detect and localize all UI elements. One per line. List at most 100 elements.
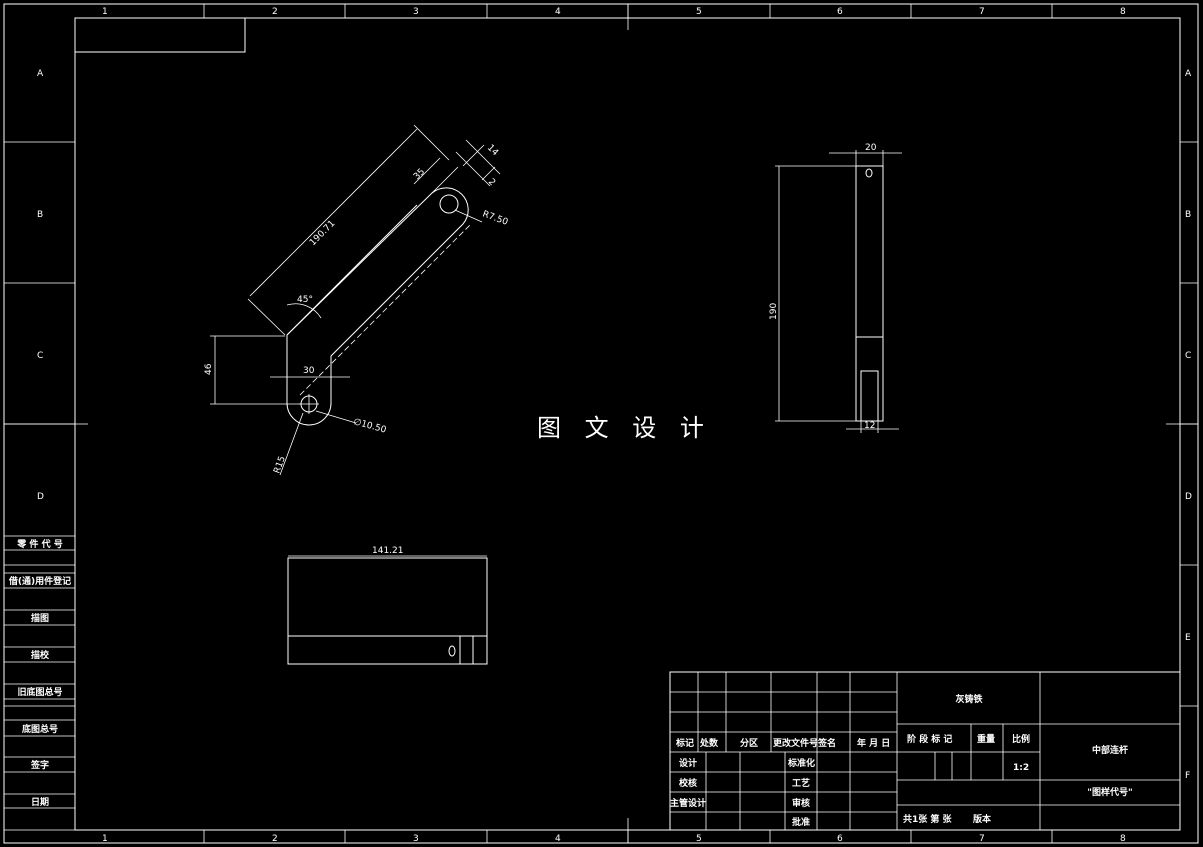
dim-side-height: 190 <box>769 303 779 320</box>
column-labels: 1 2 3 4 5 6 7 8 1 2 3 4 5 6 7 8 <box>102 7 1126 844</box>
col-label-top-4: 4 <box>555 7 561 17</box>
col-label-bottom-2: 2 <box>272 834 278 844</box>
bottom-hole-center <box>299 394 319 414</box>
row-ticks <box>4 141 1198 707</box>
title-block-frame <box>669 671 1181 831</box>
tb-mid-process: 工艺 <box>792 777 810 789</box>
link-outline <box>286 187 469 426</box>
dim-width-14: 14 <box>485 143 500 158</box>
strip-signature: 签字 <box>30 759 49 771</box>
row-label-right-C: C <box>1185 351 1191 361</box>
dim-top-lines <box>413 139 501 194</box>
col-label-top-2: 2 <box>272 7 278 17</box>
row-label-right-F: F <box>1185 771 1190 781</box>
col-label-bottom-6: 6 <box>837 834 843 844</box>
col-label-top-6: 6 <box>837 7 843 17</box>
dim-side-slot: 12 <box>864 421 875 431</box>
dim-width-35: 35 <box>412 167 427 182</box>
dim-side-slot-lines <box>846 421 899 433</box>
dim-radius-bottom: R15 <box>272 455 287 475</box>
bottom-body <box>287 557 488 665</box>
dim-width-30: 30 <box>303 366 315 376</box>
dim-slant-lines <box>247 124 450 336</box>
dim-side-width-lines <box>829 150 902 166</box>
tb-drawing-code: "图样代号" <box>1087 786 1132 798</box>
tb-version-label: 版本 <box>972 813 992 825</box>
tb-scale-label: 比例 <box>1012 733 1030 745</box>
tb-header-mark: 标记 <box>675 737 694 749</box>
tb-header-date: 年 月 日 <box>857 737 890 749</box>
top-hole <box>439 194 459 214</box>
bottom-hole <box>448 645 456 657</box>
col-label-bottom-8: 8 <box>1120 834 1126 844</box>
row-label-left-B: B <box>37 210 43 220</box>
side-body <box>855 165 884 422</box>
left-strip-table: 零 件 代 号 借(通)用件登记 描图 描校 旧底图总号 底图总号 签字 日期 <box>4 535 75 831</box>
row-label-right-B: B <box>1185 210 1191 220</box>
dim-radius-top: R7.50 <box>481 209 509 227</box>
dim-hole-leader <box>315 410 357 424</box>
tb-row-design: 设计 <box>679 757 697 769</box>
title-block: 灰铸铁 标记 处数 分区 更改文件号 签名 年 月 日 设计 校核 主管设计 标… <box>669 671 1181 831</box>
dim-height-46: 46 <box>204 363 214 375</box>
row-label-left-D: D <box>37 492 44 502</box>
bottom-view: 141.21 <box>287 546 488 665</box>
column-ticks <box>4 4 1198 843</box>
col-label-bottom-1: 1 <box>102 834 108 844</box>
tb-header-zone: 分区 <box>740 737 758 749</box>
tb-weight-label: 重量 <box>977 733 995 745</box>
dim-bottom-length: 141.21 <box>372 546 404 556</box>
tb-mid-approve: 批准 <box>792 816 810 828</box>
dim-angle-arc <box>286 303 322 319</box>
tb-mid-standard: 标准化 <box>787 757 815 769</box>
link-centerline <box>299 224 471 396</box>
tb-row-check: 校核 <box>679 777 697 789</box>
dim-side-width: 20 <box>865 143 877 153</box>
dim-side-height-lines <box>775 165 856 422</box>
tb-part-name: 中部连杆 <box>1092 744 1128 756</box>
link-inner-edge <box>286 204 418 336</box>
tb-material: 灰铸铁 <box>955 693 982 705</box>
col-label-top-5: 5 <box>696 7 702 17</box>
side-slot <box>860 370 879 422</box>
col-label-bottom-5: 5 <box>696 834 702 844</box>
dim-hole-diameter: ∅10.50 <box>352 417 387 435</box>
dim-radius-top-leader <box>454 209 483 223</box>
col-label-top-1: 1 <box>102 7 108 17</box>
dim-height-lines <box>210 335 300 405</box>
col-label-bottom-3: 3 <box>413 834 419 844</box>
side-hole <box>865 168 873 178</box>
front-view: 190.71 35 14 2 R7.50 45° 46 30 ∅10.50 R1… <box>204 124 509 476</box>
row-labels: A B C D A B C D E F <box>37 69 1192 781</box>
top-left-box <box>75 18 246 53</box>
strip-master: 底图总号 <box>22 723 58 735</box>
col-label-bottom-4: 4 <box>555 834 561 844</box>
strip-tracing: 描图 <box>31 612 49 624</box>
tb-mid-review: 审核 <box>792 797 810 809</box>
col-label-top-7: 7 <box>979 7 985 17</box>
tb-header-change-doc: 更改文件号 <box>773 737 818 749</box>
col-label-bottom-7: 7 <box>979 834 985 844</box>
col-label-top-8: 8 <box>1120 7 1126 17</box>
strip-old-master: 旧底图总号 <box>17 686 62 698</box>
tb-sheet-info: 共1张 第 张 <box>903 813 953 825</box>
strip-borrowed-parts: 借(通)用件登记 <box>8 575 71 587</box>
strip-part-code: 零 件 代 号 <box>16 538 62 550</box>
strip-trace-check: 描校 <box>31 649 50 661</box>
row-label-left-C: C <box>37 351 43 361</box>
tb-header-sign: 签名 <box>817 737 836 749</box>
tb-row-chief-design: 主管设计 <box>670 797 706 809</box>
row-label-left-A: A <box>37 69 44 79</box>
tb-stage-label: 阶 段 标 记 <box>907 733 952 745</box>
dim-offset-2: 2 <box>486 177 497 188</box>
col-label-top-3: 3 <box>413 7 419 17</box>
tb-scale-value: 1:2 <box>1013 763 1029 773</box>
dim-radius-bottom-leader <box>279 412 304 476</box>
bottom-detail-lines <box>288 635 487 664</box>
side-view: 20 190 12 <box>769 143 902 433</box>
row-label-right-D: D <box>1185 492 1192 502</box>
row-label-right-E: E <box>1185 633 1191 643</box>
outer-frame <box>3 3 1199 844</box>
dim-angle: 45° <box>297 295 313 305</box>
